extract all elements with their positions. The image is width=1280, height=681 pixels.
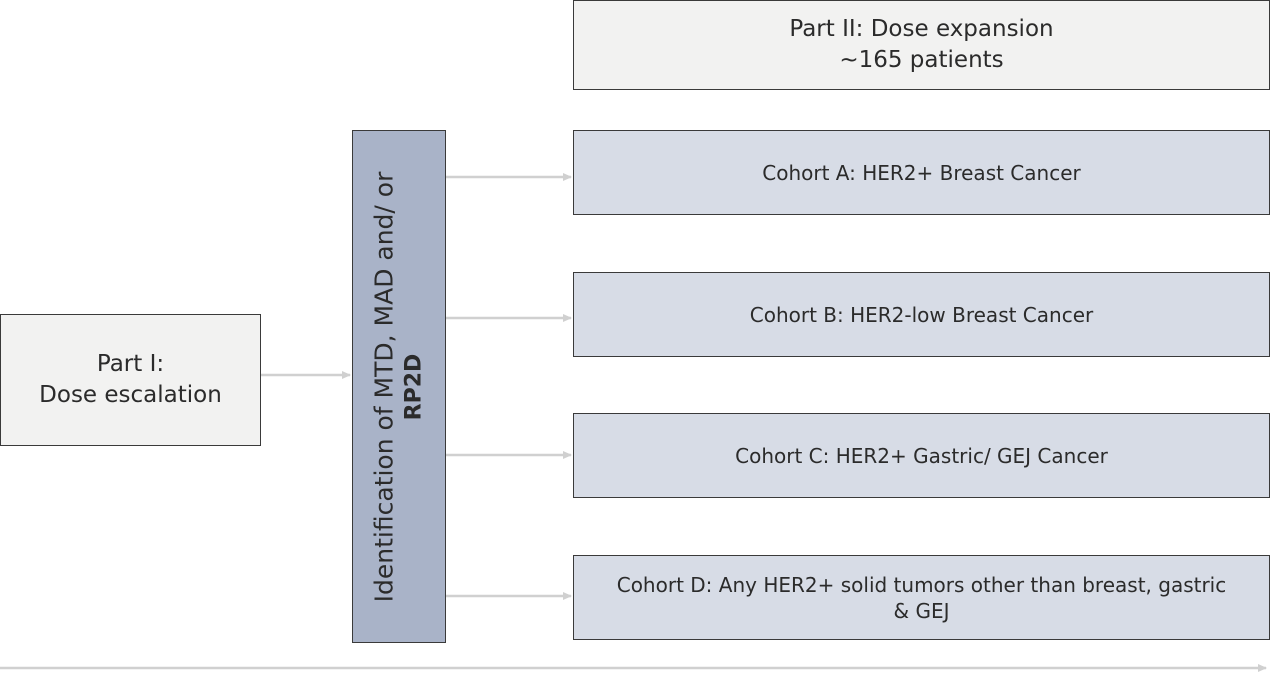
part2-dose-expansion-box: Part II: Dose expansion ~165 patients xyxy=(573,0,1270,90)
cohort-d-label-line1: Cohort D: Any HER2+ solid tumors other t… xyxy=(616,572,1227,597)
cohort-a-label: Cohort A: HER2+ Breast Cancer xyxy=(762,160,1081,185)
part2-subtitle: ~165 patients xyxy=(839,47,1004,73)
part1-title: Part I: xyxy=(96,351,165,377)
identification-box: Identification of MTD, MAD and/ or RP2D xyxy=(352,130,446,643)
cohort-c-box: Cohort C: HER2+ Gastric/ GEJ Cancer xyxy=(573,413,1270,498)
cohort-b-box: Cohort B: HER2-low Breast Cancer xyxy=(573,272,1270,357)
identification-line1: Identification of MTD, MAD and/ or xyxy=(369,171,398,602)
identification-text: Identification of MTD, MAD and/ or RP2D xyxy=(369,171,429,602)
cohort-a-box: Cohort A: HER2+ Breast Cancer xyxy=(573,130,1270,215)
cohort-b-label: Cohort B: HER2-low Breast Cancer xyxy=(749,302,1094,327)
cohort-d-label-line2: & GEJ xyxy=(893,598,950,623)
part1-dose-escalation-box: Part I: Dose escalation xyxy=(0,314,261,446)
cohort-c-label: Cohort C: HER2+ Gastric/ GEJ Cancer xyxy=(735,443,1108,468)
identification-line2: RP2D xyxy=(401,353,426,420)
cohort-d-box: Cohort D: Any HER2+ solid tumors other t… xyxy=(573,555,1270,640)
part2-title: Part II: Dose expansion xyxy=(789,16,1054,42)
part1-subtitle: Dose escalation xyxy=(39,382,222,408)
